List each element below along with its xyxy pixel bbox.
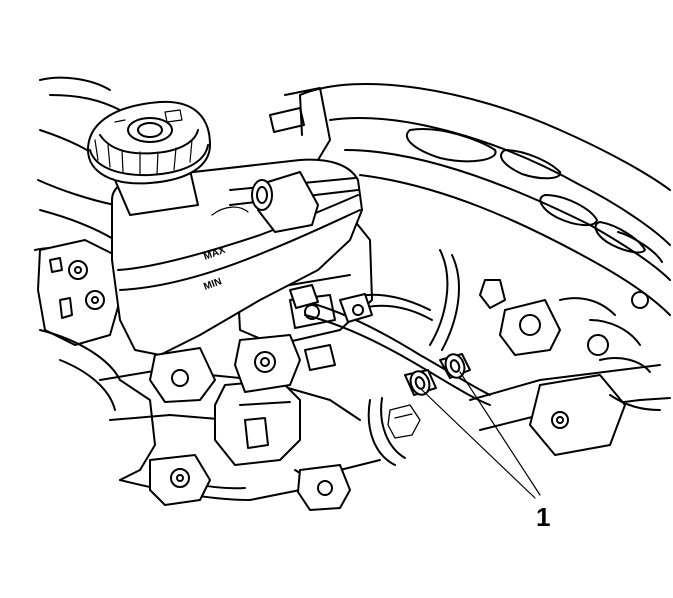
right-side-brackets bbox=[469, 279, 671, 456]
lower-frame bbox=[39, 329, 381, 511]
left-engine-structure bbox=[34, 76, 121, 346]
vent-tube bbox=[269, 87, 331, 161]
sensor-connectors bbox=[289, 284, 373, 371]
brake-fluid-reservoir: MAX MIN bbox=[87, 100, 363, 403]
brake-line-fittings bbox=[387, 353, 471, 439]
callout-1-label: 1 bbox=[536, 502, 550, 532]
callout-1-leaders bbox=[421, 371, 541, 499]
